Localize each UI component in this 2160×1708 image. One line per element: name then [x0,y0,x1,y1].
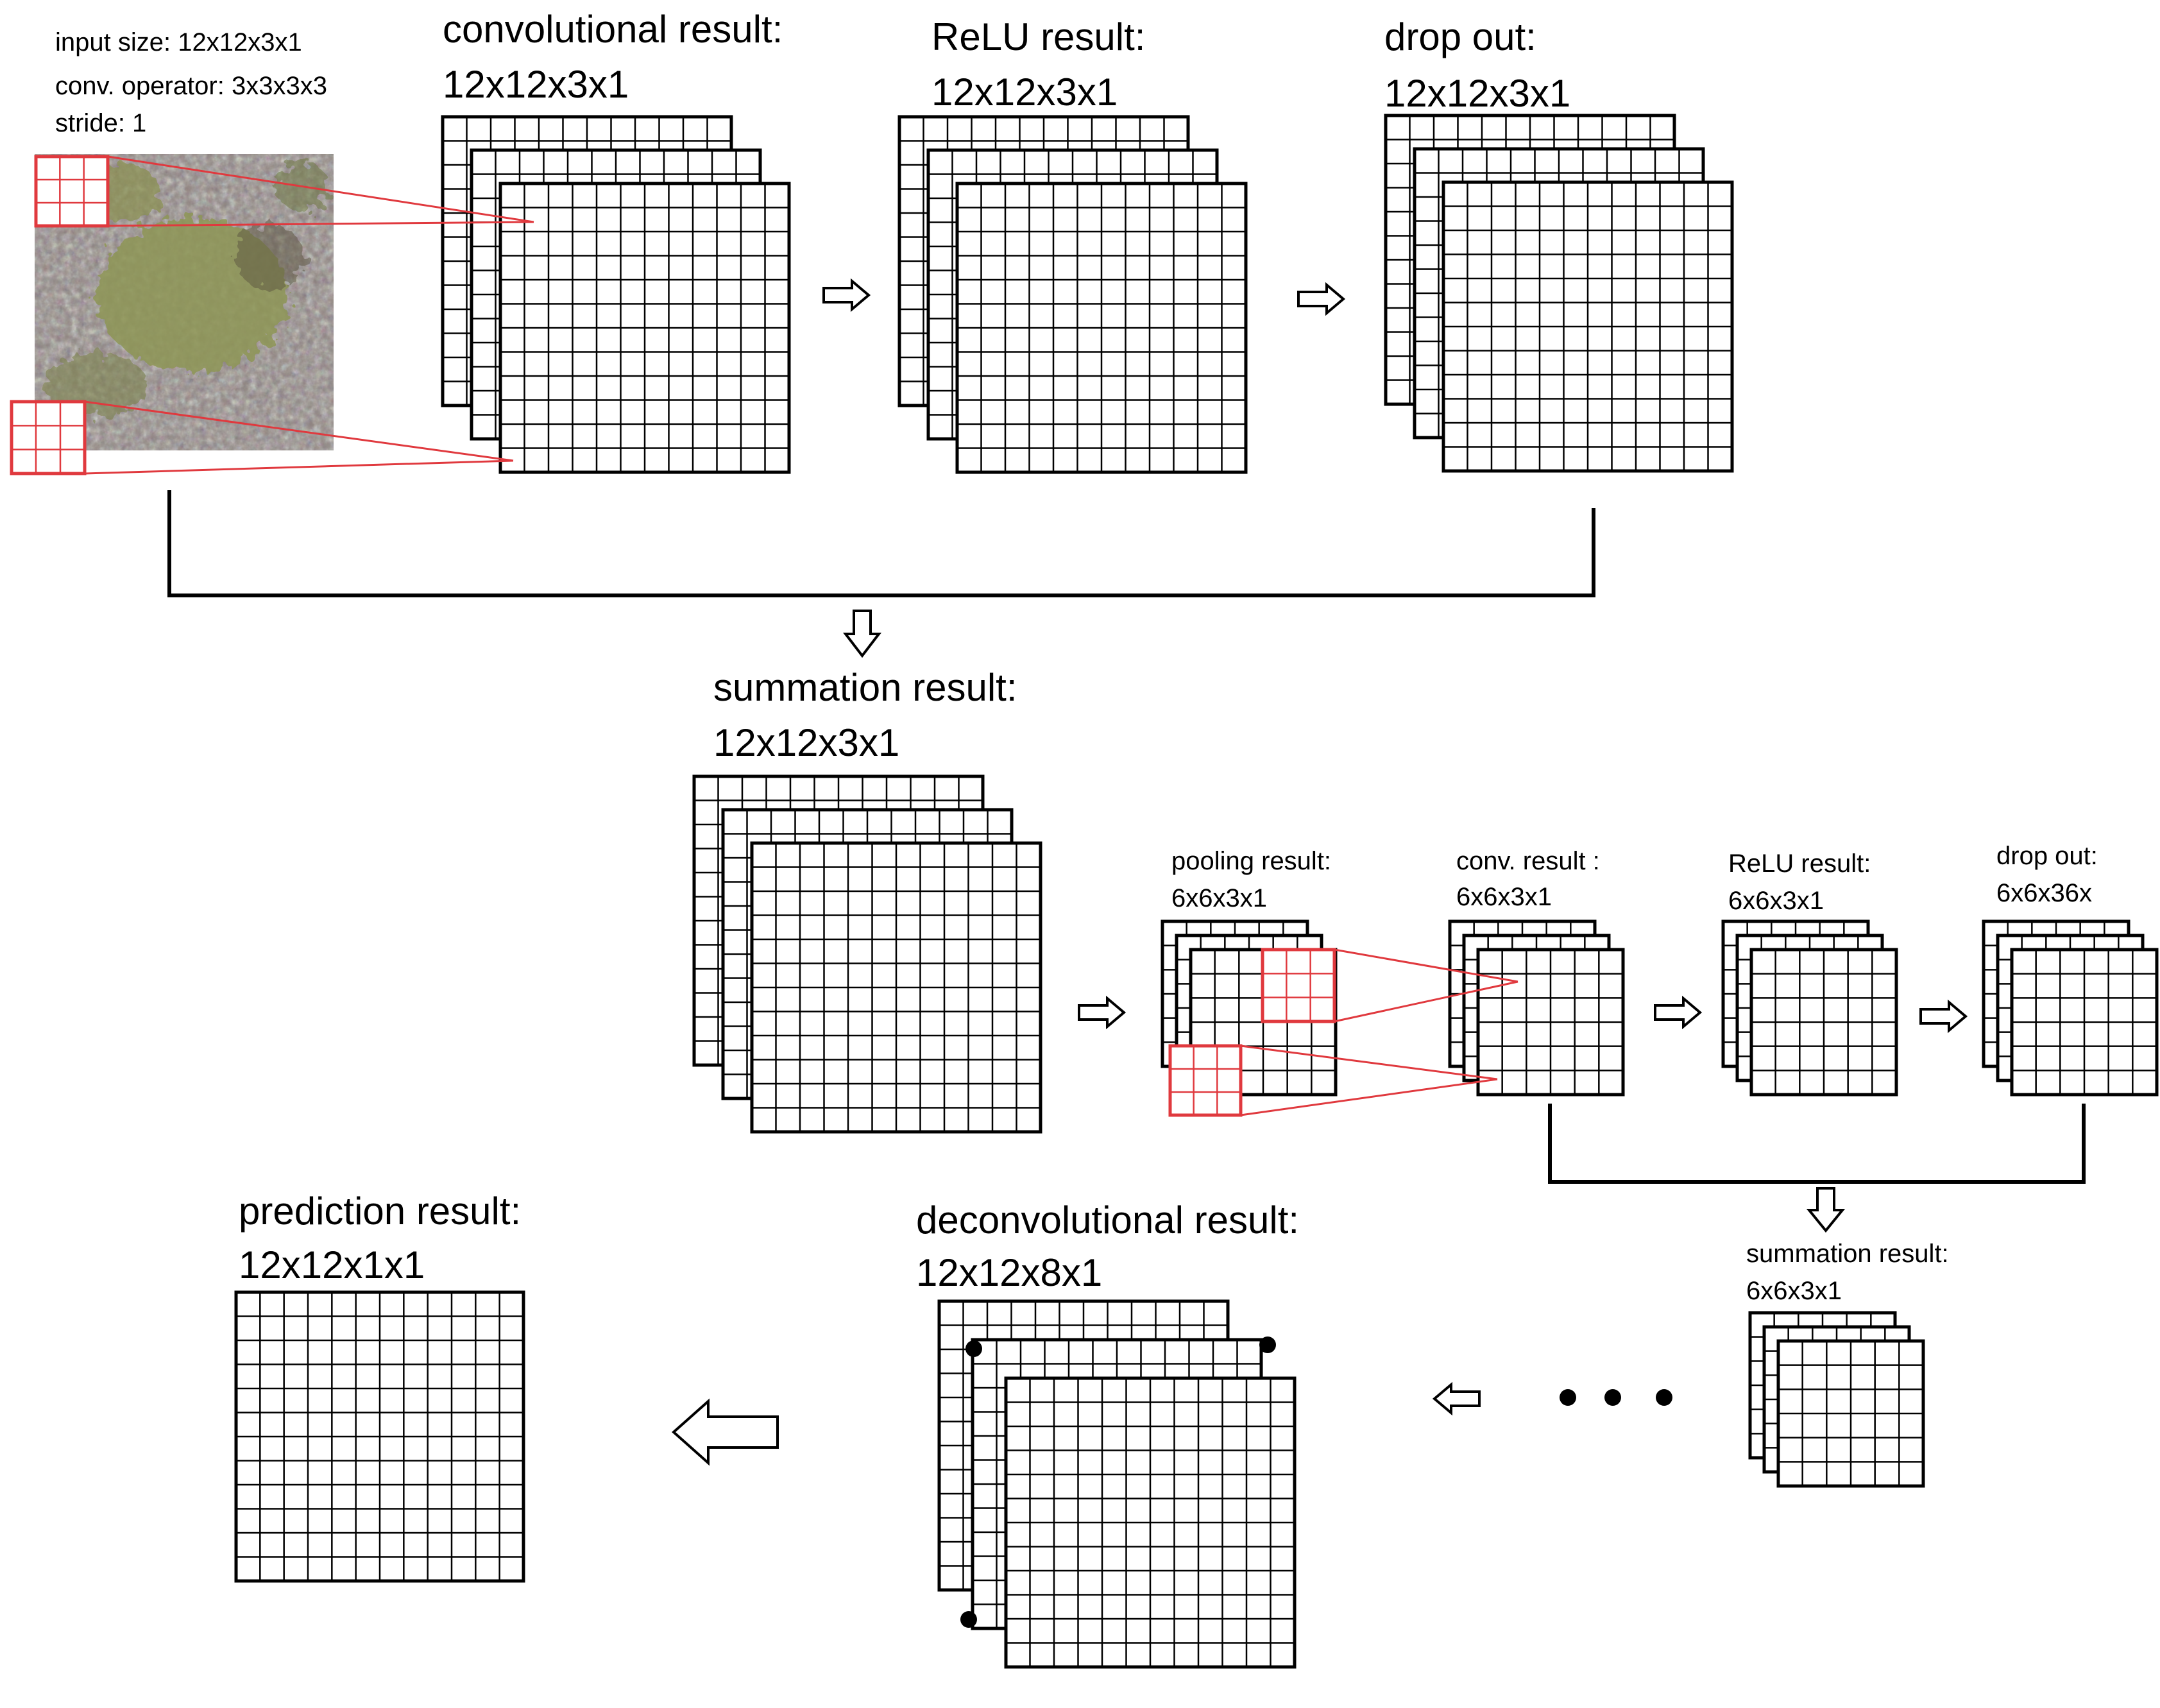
hollow-arrow-icon [842,610,882,658]
relu-result-size: 12x12x3x1 [931,71,1118,114]
kernel-projection-line [1334,980,1518,1023]
conv2-result-title: conv. result : [1456,847,1600,875]
prediction-result-size: 12x12x1x1 [239,1243,425,1286]
relu2-result-stack-layer [1749,948,1898,1097]
kernel-projection-line [1240,1045,1498,1080]
dropout-stack-layer [1441,180,1734,473]
input-kernel-window-bottom [10,400,87,475]
merge-bracket-top [167,490,1595,597]
summation2-stack [1748,1311,1925,1488]
summation-result-title: summation result: [713,666,1017,709]
conv-operator-label: conv. operator: 3x3x3x3 [55,72,327,100]
hollow-arrow-icon [1654,995,1703,1030]
conv-result-size: 12x12x3x1 [443,63,629,106]
kernel-projection-line [107,155,534,223]
conv2-result-size: 6x6x3x1 [1456,883,1552,911]
ellipsis-dots-icon [1560,1389,1576,1406]
relu-result-stack-layer [955,182,1248,474]
conv-result-stack [441,115,791,474]
deconv-result-stack-layer [1004,1376,1297,1669]
dropout-title: drop out: [1384,15,1536,58]
kernel-projection-line [1334,948,1518,983]
conv2-result-stack [1448,919,1625,1097]
relu2-result-stack [1721,919,1898,1097]
prediction-result-title: prediction result: [239,1190,522,1233]
ellipsis-dots-icon [1604,1389,1621,1406]
ellipsis-dots-icon [1259,1337,1276,1353]
stride-label: stride: 1 [55,109,147,137]
input-kernel-window-top [34,155,110,228]
prediction-result-grid [234,1290,525,1583]
summation2-result-size: 6x6x3x1 [1746,1277,1842,1305]
summation-result-stack [692,774,1042,1134]
pooling-result-size: 6x6x3x1 [1171,884,1267,912]
kernel-projection-line [84,400,514,462]
hollow-arrow-icon [1806,1187,1846,1233]
pooling-result-title: pooling result: [1171,847,1332,875]
ellipsis-dots-icon [1656,1389,1672,1406]
hollow-arrow-icon [671,1398,779,1466]
merge-bracket-bottom [1548,1104,2086,1184]
relu2-result-title: ReLU result: [1728,850,1871,878]
hollow-arrow-icon [1432,1381,1481,1416]
deconv-result-title: deconvolutional result: [916,1199,1300,1242]
dropout-size: 12x12x3x1 [1384,72,1571,115]
summation2-result-title: summation result: [1746,1240,1949,1268]
conv-result-stack-layer [498,182,791,474]
input-size-label: input size: 12x12x3x1 [55,28,302,56]
hollow-arrow-icon [1078,995,1127,1030]
conv-result-title: convolutional result: [443,8,783,51]
kernel-projection-line [107,221,534,227]
deconv-result-size: 12x12x8x1 [916,1251,1103,1294]
dropout2-size: 6x6x36x [1996,879,2092,907]
summation2-stack-layer [1776,1339,1925,1488]
ellipsis-dots-icon [960,1611,977,1628]
hollow-arrow-icon [1919,999,1968,1034]
kernel-projection-line [1240,1078,1498,1116]
relu2-result-size: 6x6x3x1 [1728,887,1824,915]
hollow-arrow-icon [1297,282,1346,316]
kernel-projection-line [84,459,514,475]
ellipsis-dots-icon [965,1340,982,1357]
relu-result-title: ReLU result: [931,15,1146,58]
dropout-stack [1384,114,1734,473]
relu-result-stack [897,115,1248,474]
summation-result-size: 12x12x3x1 [713,721,900,764]
conv2-result-stack-layer [1476,948,1625,1097]
dropout2-stack [1982,919,2159,1097]
summation-result-stack-layer [750,841,1042,1134]
hollow-arrow-icon [822,278,871,312]
pool-kernel-window-top [1261,948,1336,1023]
dropout2-stack-layer [2010,948,2159,1097]
dropout2-title: drop out: [1996,842,2098,870]
pool-kernel-window-bottom [1168,1044,1243,1117]
deconv-result-stack [937,1299,1297,1669]
